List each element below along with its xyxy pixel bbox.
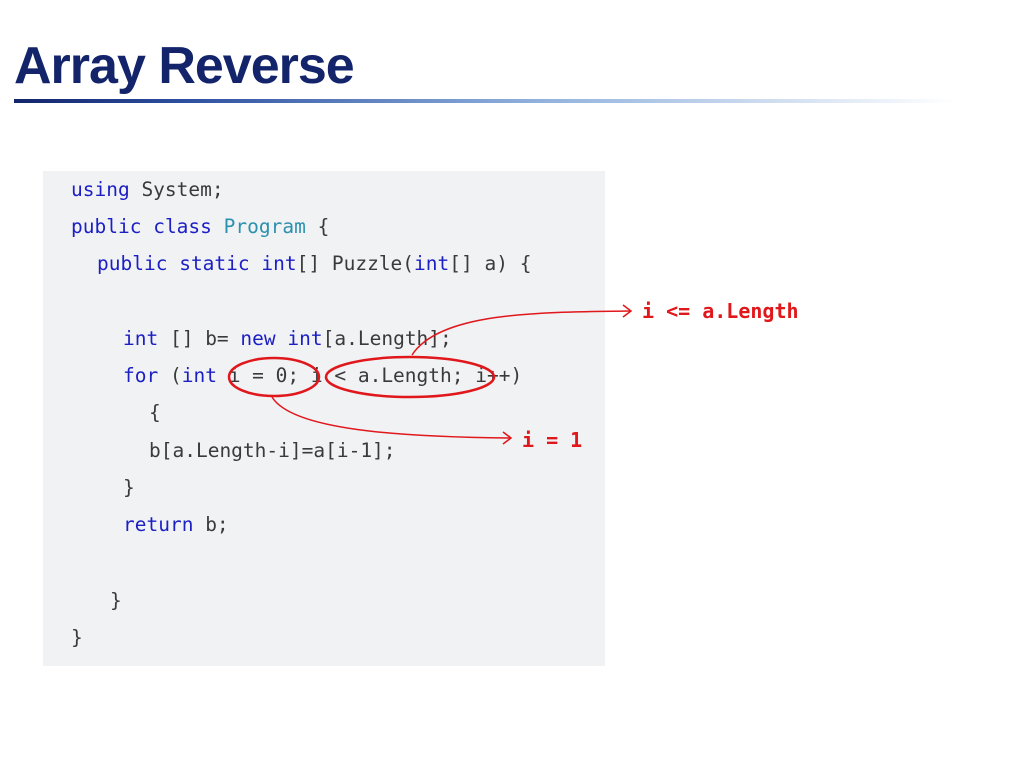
keyword: new: [240, 327, 276, 350]
condition-arrow: [411, 310, 631, 356]
keyword: class: [153, 215, 212, 238]
code-line: b[a.Length-i]=a[i-1];: [149, 439, 396, 462]
keyword: return: [123, 513, 194, 536]
code-line: public class Program {: [71, 212, 329, 242]
code-text: b;: [193, 513, 229, 536]
init-arrow: [271, 396, 511, 439]
code-text: System;: [129, 178, 224, 201]
keyword: for: [123, 364, 159, 387]
code-line: return b;: [123, 510, 229, 540]
code-line: public static int[] Puzzle(int[] a) {: [97, 249, 531, 279]
slide-title: Array Reverse: [14, 37, 355, 95]
code-block: using System; public class Program { pub…: [43, 171, 605, 666]
title-underline: [14, 99, 954, 103]
keyword: int: [414, 252, 450, 275]
condition-highlight-ellipse: [324, 355, 496, 399]
keyword: public: [97, 252, 168, 275]
type-name: Program: [223, 215, 306, 238]
init-fix-label: i = 1: [522, 428, 583, 452]
code-line: }: [110, 589, 122, 612]
code-line: {: [149, 401, 161, 424]
code-text: [] Puzzle(: [296, 252, 415, 275]
code-text: [a.Length];: [322, 327, 452, 350]
condition-arrowhead: [622, 304, 633, 318]
code-text: [] a) {: [449, 252, 532, 275]
init-highlight-ellipse: [227, 356, 321, 398]
keyword: int: [287, 327, 323, 350]
code-line: }: [123, 476, 135, 499]
keyword: int: [181, 364, 217, 387]
keyword: using: [71, 178, 130, 201]
code-text: (: [158, 364, 182, 387]
code-text: [] b=: [158, 327, 241, 350]
code-line: }: [71, 626, 83, 649]
init-arrowhead: [502, 431, 513, 445]
condition-fix-label: i <= a.Length: [642, 299, 799, 323]
code-text: {: [305, 215, 330, 238]
keyword: int: [261, 252, 297, 275]
keyword: static: [179, 252, 250, 275]
code-line: int [] b= new int[a.Length];: [123, 324, 452, 354]
keyword: int: [123, 327, 159, 350]
code-line: using System;: [71, 175, 224, 205]
keyword: public: [71, 215, 142, 238]
